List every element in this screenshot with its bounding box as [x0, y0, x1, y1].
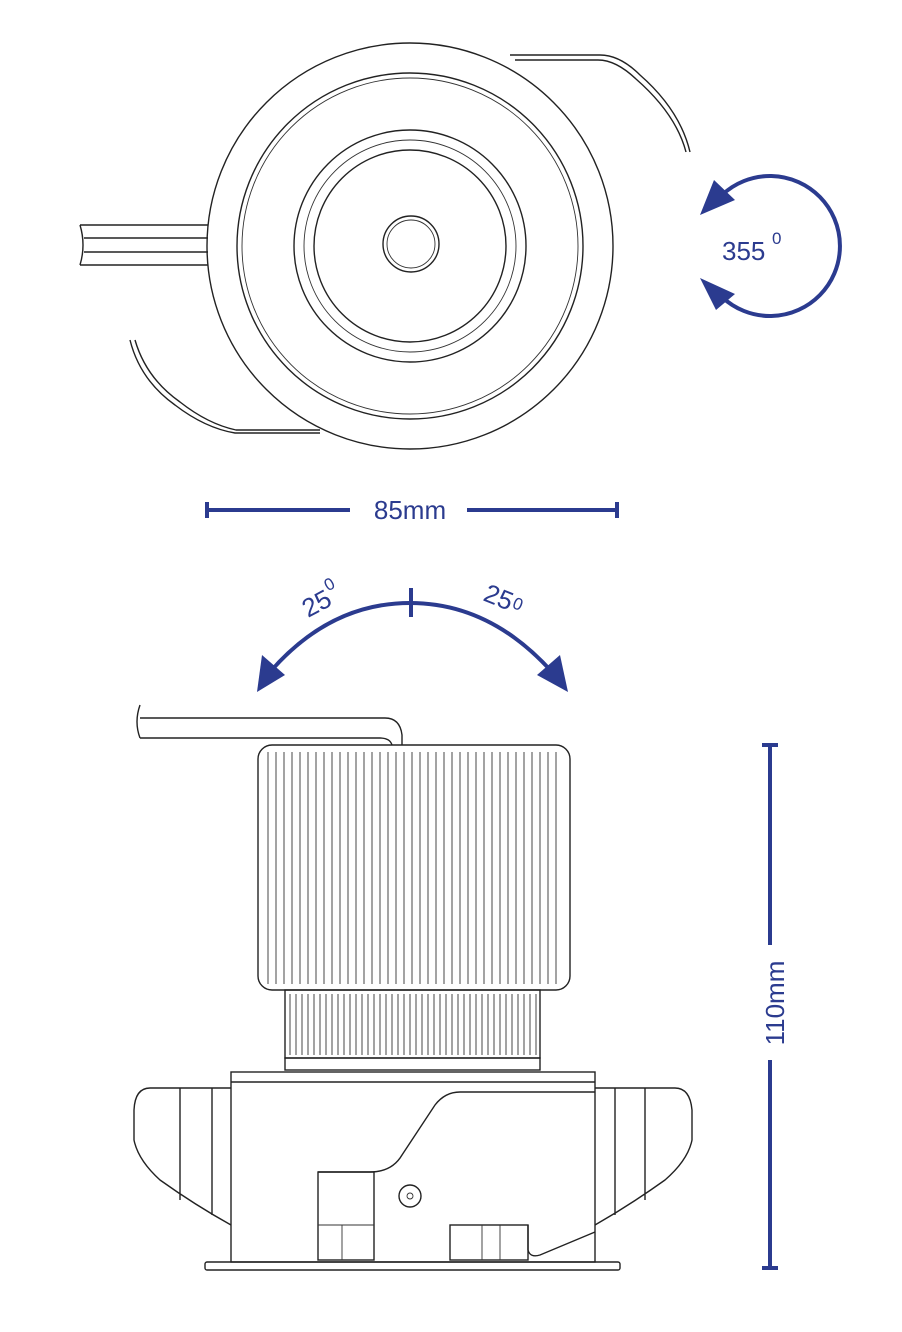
terminal-detail	[481, 1225, 501, 1260]
gimbal-bracket	[318, 1091, 596, 1257]
rotation-annotation: 355 0	[700, 174, 842, 318]
mount-plate	[284, 1057, 541, 1071]
terminal-block	[317, 1171, 375, 1261]
height-dimension: 110mm	[760, 743, 790, 1270]
spring-clip-top	[510, 54, 691, 153]
top-view	[79, 42, 691, 450]
bezel-ring	[241, 77, 579, 415]
bezel-inner-ring	[236, 72, 584, 420]
spring-clip-bottom	[129, 339, 320, 434]
pivot-screw-center	[406, 1192, 414, 1200]
module-ring-outer	[293, 129, 527, 363]
side-view	[133, 704, 693, 1271]
arrowhead-icon	[257, 655, 285, 692]
tilt-annotation: 25 0 25 0	[257, 574, 568, 692]
spring-clip-left	[133, 1087, 232, 1226]
module-ring-mid	[303, 139, 517, 353]
cable-side-view	[136, 704, 403, 746]
width-dimension: 85mm	[205, 495, 619, 525]
heatsink	[257, 744, 571, 991]
terminal-detail	[318, 1224, 374, 1260]
pivot-screw	[398, 1184, 422, 1208]
terminal-block-right	[449, 1224, 529, 1261]
rotation-unit: 0	[772, 229, 781, 248]
driver-section	[284, 989, 541, 1059]
width-label: 85mm	[374, 495, 446, 525]
outer-bezel	[206, 42, 614, 450]
arrowhead-icon	[537, 655, 568, 692]
spring-clip-right	[594, 1087, 693, 1226]
trim-flange	[204, 1261, 621, 1271]
led-lens-inner	[386, 219, 436, 269]
cable-top-view	[79, 224, 208, 266]
reflector-ring	[313, 149, 507, 343]
housing	[230, 1071, 596, 1263]
rotation-value: 355	[722, 236, 765, 266]
arrowhead-icon	[700, 278, 735, 310]
led-lens	[382, 215, 440, 273]
arrowhead-icon	[700, 180, 735, 215]
driver-fins	[289, 994, 537, 1055]
height-label: 110mm	[760, 961, 790, 1046]
heatsink-fins	[267, 752, 557, 984]
